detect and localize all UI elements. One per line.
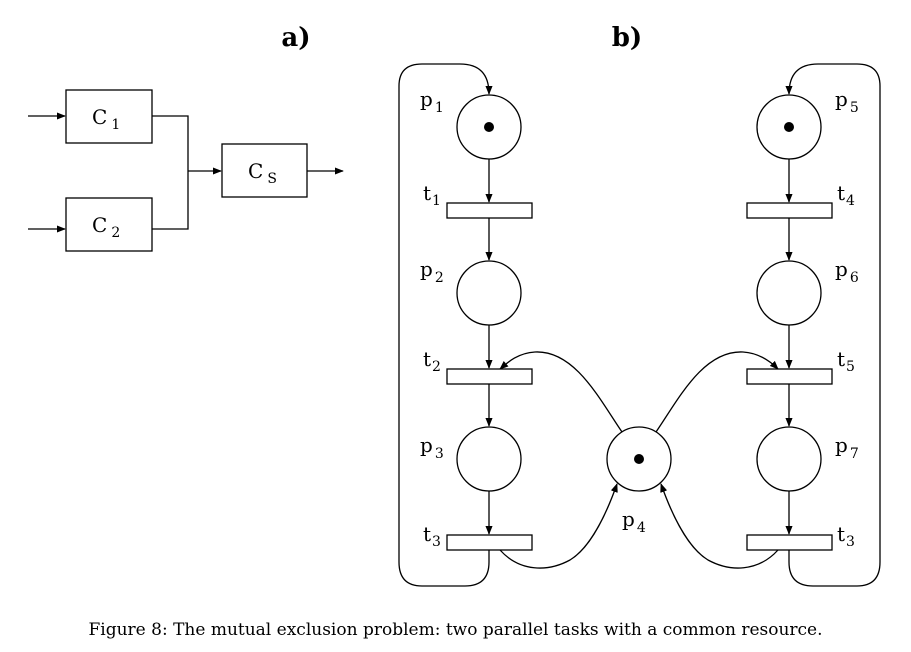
arc-t3-p1-loop xyxy=(398,63,493,587)
place-p7 xyxy=(756,426,822,492)
transition-t2 xyxy=(446,368,533,385)
place-p3 xyxy=(456,426,522,492)
block-c2 xyxy=(65,197,153,252)
arc-t3-p4-left xyxy=(499,483,618,569)
token-p1 xyxy=(484,122,494,132)
token-p5 xyxy=(784,122,794,132)
label-t3-left: t3 xyxy=(423,522,441,550)
panel-a-label: a) xyxy=(281,23,310,53)
arc-p4-t5 xyxy=(655,351,779,433)
merge-bracket xyxy=(152,115,189,230)
figure-caption: Figure 8: The mutual exclusion problem: … xyxy=(88,620,823,640)
label-t3-right: t3 xyxy=(837,522,855,550)
token-p4 xyxy=(634,454,644,464)
block-c1 xyxy=(65,89,153,144)
label-t5: t5 xyxy=(837,347,855,375)
panel-b-label: b) xyxy=(612,23,642,53)
transition-t1 xyxy=(446,202,533,219)
transition-t3-right xyxy=(746,534,833,551)
transition-t5 xyxy=(746,368,833,385)
transition-t4 xyxy=(746,202,833,219)
arc-p4-t2 xyxy=(499,351,623,433)
arc-t3-p5-loop xyxy=(785,63,881,587)
label-t4: t4 xyxy=(837,181,855,209)
label-t1: t1 xyxy=(423,181,441,209)
place-p6 xyxy=(756,260,822,326)
transition-t3-left xyxy=(446,534,533,551)
place-p2 xyxy=(456,260,522,326)
label-t2: t2 xyxy=(423,347,441,375)
arc-t3-p4-right xyxy=(660,483,779,569)
block-cs xyxy=(221,143,308,198)
